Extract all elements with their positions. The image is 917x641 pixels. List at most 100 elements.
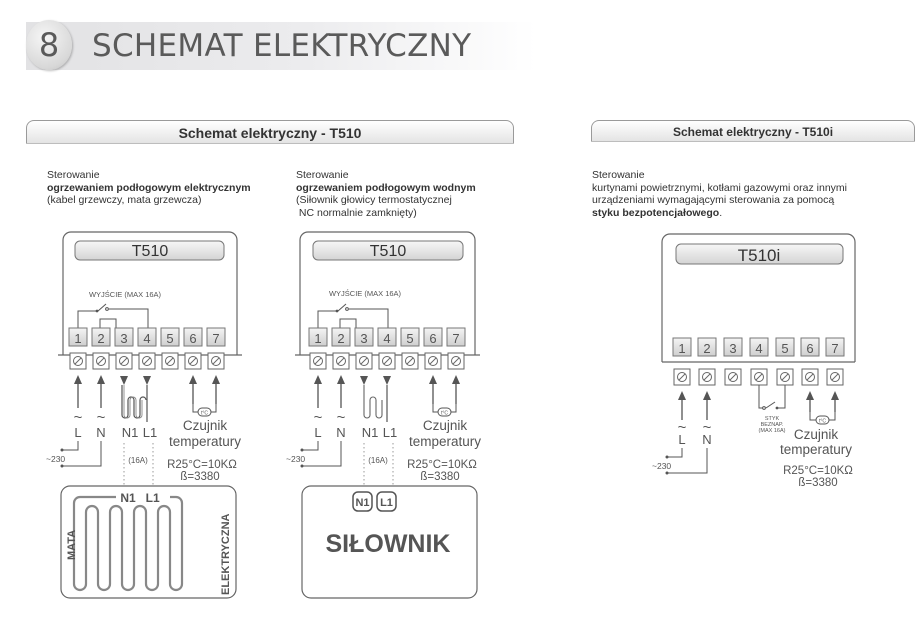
svg-text:5: 5 — [781, 341, 788, 356]
section-title-t510: Schemat elektryczny - T510 — [26, 120, 514, 144]
terminal-number-row: 1 2 3 4 5 6 7 — [308, 327, 466, 347]
output-label: WYJŚCIE (MAX 16A) — [329, 289, 402, 298]
svg-text:~: ~ — [703, 419, 712, 436]
desc-line: kurtynami powietrznymi, kotłami gazowymi… — [592, 181, 847, 194]
svg-text:2: 2 — [337, 331, 344, 346]
svg-text:t°C: t°C — [819, 419, 826, 425]
N-label: N — [702, 432, 711, 447]
svg-text:1: 1 — [74, 331, 81, 346]
svg-text:6: 6 — [429, 331, 436, 346]
device-label: T510i — [738, 246, 781, 265]
svg-text:temperatury: temperatury — [169, 434, 241, 449]
contact-label: STYK — [765, 416, 780, 422]
desc-line: NC normalnie zamknięty) — [296, 206, 417, 219]
desc-bold: styku bezpotencjałowego — [592, 206, 720, 219]
terminal-number-row: 1 2 3 4 5 6 7 — [672, 337, 845, 357]
L-label: L — [314, 425, 321, 440]
description-electric-floor: Sterowanie ogrzewaniem podłogowym elektr… — [47, 169, 251, 207]
svg-text:temperatury: temperatury — [780, 442, 852, 457]
device-label: T510 — [132, 243, 169, 260]
sensor-icon — [815, 415, 830, 425]
section-title-t510i: Schemat elektryczny - T510i — [591, 120, 915, 142]
svg-text:3: 3 — [360, 331, 367, 346]
desc-end: . — [719, 206, 723, 219]
svg-text:ß=3380: ß=3380 — [180, 471, 219, 483]
heating-mat-wire — [72, 495, 184, 592]
L-label: L — [74, 425, 81, 440]
svg-text:temperatury: temperatury — [409, 434, 481, 449]
N1-label: N1 — [362, 425, 379, 440]
svg-text:5: 5 — [166, 331, 173, 346]
svg-text:4: 4 — [383, 331, 390, 346]
device-box — [62, 231, 238, 355]
load-actuator-box — [301, 485, 478, 599]
actuator-N1-terminal — [352, 491, 373, 512]
desc-line: Sterowanie — [47, 169, 100, 181]
sensor-label: Czujnik — [423, 418, 468, 433]
device-label-box — [74, 240, 225, 261]
svg-text:~: ~ — [337, 409, 346, 426]
description-t510i: Sterowanie kurtynami powietrznymi, kotła… — [592, 169, 847, 219]
svg-text:~: ~ — [314, 409, 323, 426]
actuator-title: SIŁOWNIK — [326, 530, 451, 558]
sensor-icon — [437, 407, 452, 417]
supply-label: ~230 — [286, 454, 305, 464]
svg-text:4: 4 — [755, 341, 762, 356]
svg-text:2: 2 — [97, 331, 104, 346]
L1-label: L1 — [143, 425, 157, 440]
svg-text:6: 6 — [189, 331, 196, 346]
sensor-spec: R25°C=10KΩ — [783, 465, 853, 477]
load-mat-box — [60, 485, 237, 599]
svg-text:1: 1 — [314, 331, 321, 346]
svg-text:1: 1 — [678, 341, 685, 356]
mat-left-label: MATA — [66, 530, 78, 560]
current-label: (16A) — [128, 456, 148, 465]
svg-text:t°C: t°C — [441, 411, 448, 417]
svg-text:2: 2 — [703, 341, 710, 356]
mat-right-label: ELEKTRYCZNA — [220, 513, 232, 595]
output-label: WYJŚCIE (MAX 16A) — [89, 290, 162, 299]
desc-line: Sterowanie — [592, 169, 645, 181]
svg-text:ß=3380: ß=3380 — [420, 471, 459, 483]
desc-line: Sterowanie — [296, 169, 349, 181]
svg-text:3: 3 — [729, 341, 736, 356]
section-number-badge: 8 — [26, 20, 72, 70]
svg-text:BEZNAP.: BEZNAP. — [761, 422, 784, 428]
svg-text:~: ~ — [678, 419, 687, 436]
svg-text:N1: N1 — [355, 497, 369, 509]
svg-text:4: 4 — [143, 331, 150, 346]
svg-text:7: 7 — [831, 341, 838, 356]
device-label: T510 — [370, 243, 407, 260]
desc-line: urządzeniami wymagającymi sterowania za … — [592, 194, 835, 206]
svg-text:7: 7 — [452, 331, 459, 346]
actuator-L1-terminal — [376, 491, 397, 512]
screw-terminal-row — [69, 352, 225, 370]
desc-bold: ogrzewaniem podłogowym wodnym — [296, 181, 476, 194]
diagram-electric-floor: T510 WYJŚCIE (MAX 16A) 1 2 3 4 5 6 7 ~ ~ — [46, 231, 242, 599]
L-label: L — [678, 432, 685, 447]
current-label: (16A) — [368, 456, 388, 465]
N1-label: N1 — [122, 425, 139, 440]
supply-label: ~230 — [46, 454, 65, 464]
svg-text:~: ~ — [74, 409, 83, 426]
L1-label: L1 — [383, 425, 397, 440]
diagram-t510i: T510i 1 2 3 4 5 6 7 ~ ~ L N ~230 — [652, 233, 856, 489]
svg-text:3: 3 — [120, 331, 127, 346]
sensor-spec: R25°C=10KΩ — [407, 459, 477, 471]
desc-line: (kabel grzewczy, mata grzewcza) — [47, 194, 202, 206]
N-label: N — [96, 425, 105, 440]
svg-text:(MAX 16A): (MAX 16A) — [759, 428, 786, 434]
screw-terminal-row — [309, 352, 465, 370]
N-label: N — [336, 425, 345, 440]
page-title: SCHEMAT ELEKTRYCZNY — [92, 28, 472, 64]
svg-text:L1: L1 — [380, 497, 393, 509]
svg-text:t°C: t°C — [201, 411, 208, 417]
sensor-label: Czujnik — [183, 418, 228, 433]
desc-bold: ogrzewaniem podłogowym elektrycznym — [47, 181, 251, 194]
page-header-band — [26, 22, 536, 70]
sensor-label: Czujnik — [794, 427, 839, 442]
svg-text:ß=3380: ß=3380 — [798, 477, 837, 489]
supply-label: ~230 — [652, 461, 671, 471]
svg-text:~: ~ — [97, 409, 106, 426]
